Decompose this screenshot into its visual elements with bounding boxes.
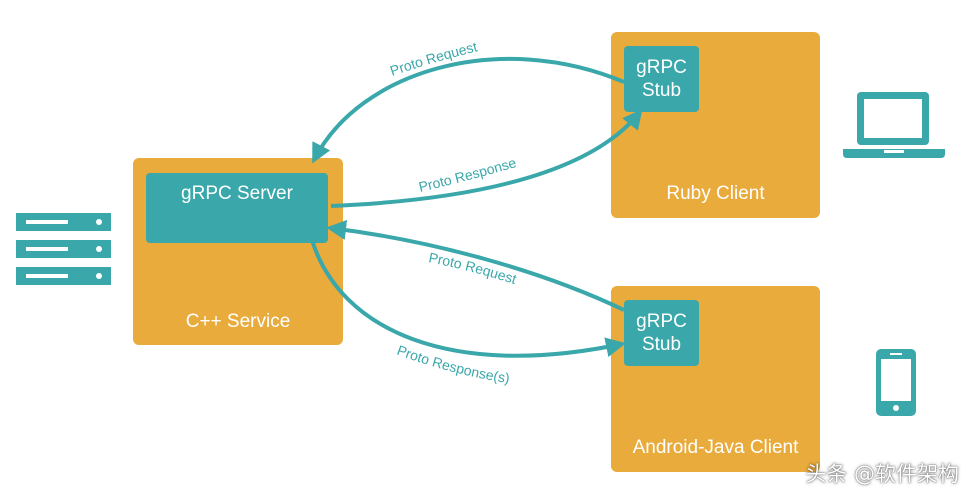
grpc-server-label: gRPC Server <box>181 183 293 204</box>
arrow-top-request <box>312 56 625 164</box>
ruby-client-label: Ruby Client <box>666 183 765 204</box>
server-rack-icon <box>16 213 111 285</box>
stub-line-1: gRPC <box>636 57 687 78</box>
watermark: 头条 @软件架构 <box>805 462 959 486</box>
grpc-server-box: gRPC Server <box>146 173 328 243</box>
arrow-bottom-response <box>310 239 626 358</box>
top-response-label: Proto Response <box>417 154 518 195</box>
phone-icon <box>876 349 916 416</box>
android-client-box: gRPC Stub Android-Java Client <box>611 286 820 472</box>
stub-line-2: Stub <box>641 334 682 355</box>
stub-line-1: gRPC <box>636 311 687 332</box>
android-client-label: Android-Java Client <box>632 437 799 458</box>
ruby-client-box: gRPC Stub Ruby Client <box>611 32 820 218</box>
cpp-service-label: C++ Service <box>185 311 291 332</box>
ruby-grpc-stub: gRPC Stub <box>624 46 699 112</box>
android-grpc-stub: gRPC Stub <box>624 300 699 366</box>
laptop-icon <box>843 92 945 158</box>
stub-line-2: Stub <box>641 80 682 101</box>
cpp-service-box: gRPC Server C++ Service <box>133 158 343 345</box>
arrow-top-response <box>330 108 643 208</box>
arrow-bottom-request <box>326 219 625 312</box>
top-request-label: Proto Request <box>388 38 479 78</box>
